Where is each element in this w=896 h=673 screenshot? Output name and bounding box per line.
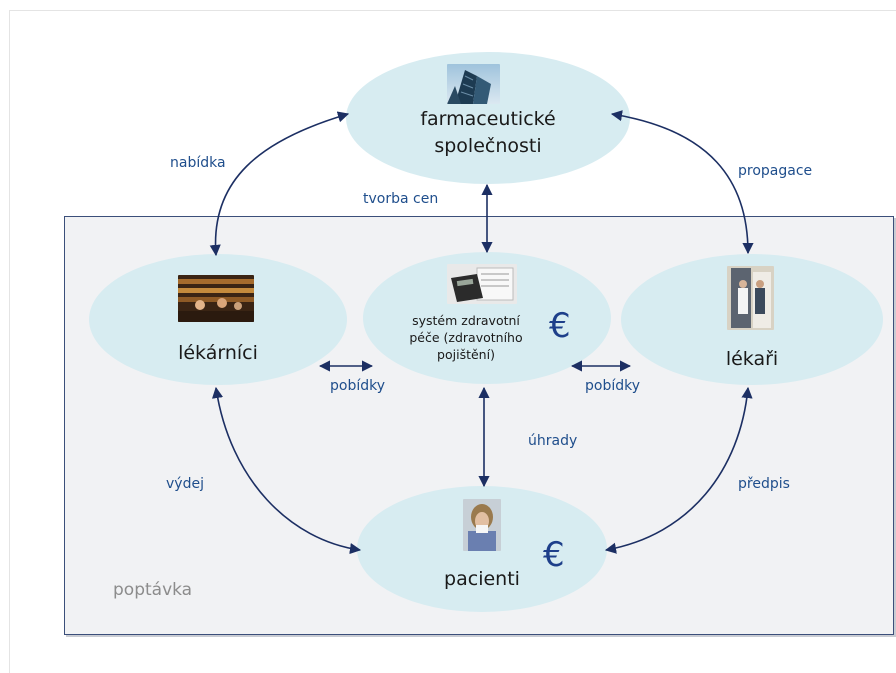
insurance-euro-symbol: € [549, 306, 571, 346]
demand-region-label: poptávka [113, 580, 193, 600]
arrow-pharma-pharmacists [209, 111, 350, 257]
pharma-label-line2: společnosti [434, 135, 542, 157]
pharmacists-label: lékárníci [178, 342, 258, 364]
patients-euro-symbol: € [543, 535, 565, 575]
insurance-label-line2: péče (zdravotního [409, 330, 523, 345]
edge-label-offer: nabídka [170, 155, 226, 171]
skyscraper-photo [447, 64, 500, 104]
patients-label: pacienti [444, 568, 520, 590]
edge-label-incentives-right: pobídky [585, 378, 641, 394]
edge-label-prescription: předpis [738, 476, 790, 492]
pharma-label: farmaceutické společnosti [346, 106, 630, 160]
pharma-label-line1: farmaceutické [420, 108, 556, 130]
edge-label-reimbursement: úhrady [528, 433, 578, 449]
edge-label-promotion: propagace [738, 163, 813, 179]
insurance-label-line1: systém zdravotní [412, 313, 520, 328]
arrow-pharmacists-patients [211, 386, 362, 555]
frame-left-line [9, 10, 10, 673]
doctor-doorway-photo [727, 266, 774, 330]
insurance-label: systém zdravotní péče (zdravotního pojiš… [388, 312, 544, 363]
edge-label-incentives-left: pobídky [330, 378, 386, 394]
arrow-doctors-patients [604, 386, 753, 554]
sick-patient-photo [463, 499, 501, 551]
edge-label-pricing: tvorba cen [363, 191, 439, 207]
edge-label-dispensing: výdej [166, 476, 204, 492]
doctors-label: lékaři [725, 348, 779, 370]
calculator-documents-photo [447, 264, 517, 304]
insurance-label-line3: pojištění) [437, 347, 495, 362]
pharmacy-interior-photo [178, 275, 254, 322]
arrow-pharma-doctors [610, 110, 754, 255]
frame-top-line [9, 10, 896, 11]
